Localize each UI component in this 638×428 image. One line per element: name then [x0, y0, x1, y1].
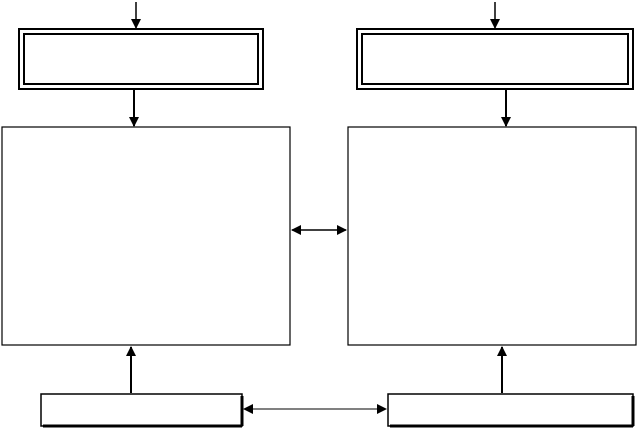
bottom-left-box: [40, 393, 244, 428]
top-left-box: [18, 28, 264, 90]
main-right-box: [347, 126, 637, 346]
top-right-box: [356, 28, 634, 90]
main-left-box: [1, 126, 291, 346]
bottom-right-box: [387, 393, 635, 428]
